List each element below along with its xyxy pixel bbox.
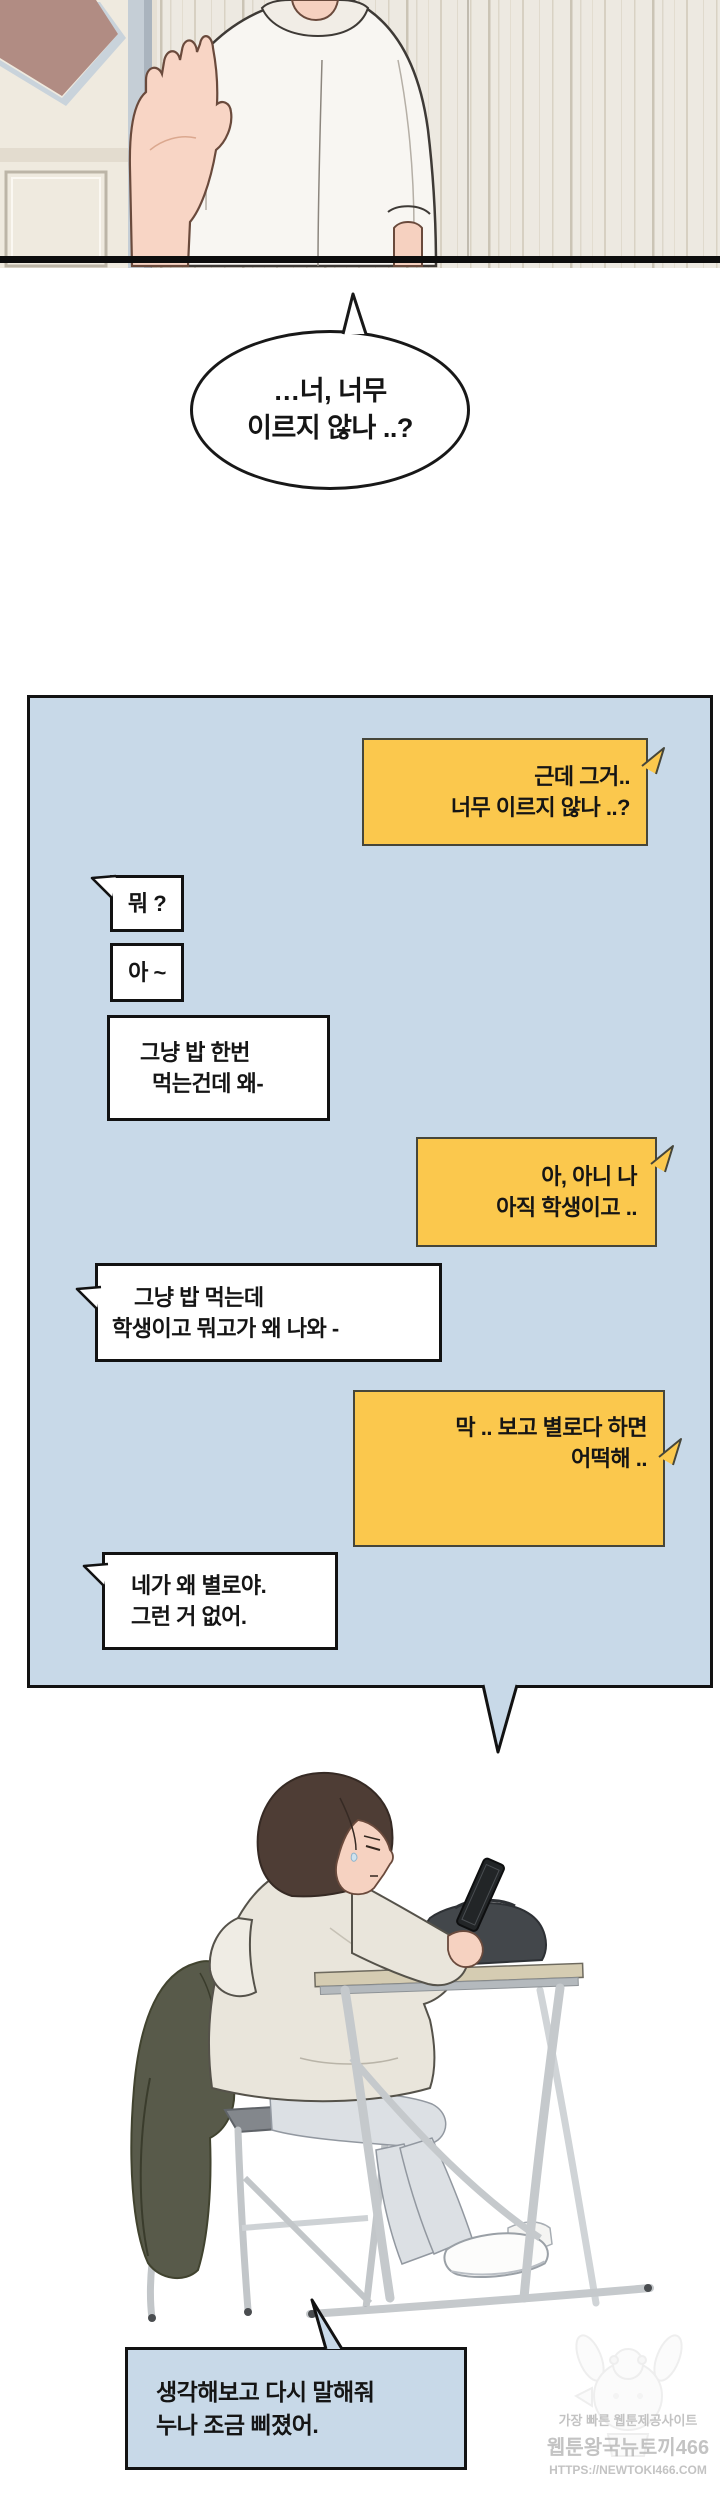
chat-bubble-sent: 근데 그거.. 너무 이르지 않나 ..? [362, 738, 648, 846]
comic-art-panel [0, 0, 720, 268]
arm [351, 1878, 468, 1987]
chat-bubble-received: 뭐 ? [110, 875, 184, 932]
speech-bubble-top: …너, 너무 이르지 않나 ..? [190, 330, 470, 490]
bubble-text: 누나 조금 삐졌어. [156, 2411, 319, 2438]
bubble-tail-left [82, 1562, 109, 1587]
watermark-url: HTTPS://NEWTOKI466.COM [549, 2463, 707, 2477]
bubble-text: 생각해보고 다시 말해줘 [156, 2378, 375, 2405]
chat-bubble-received: 네가 왜 별로야. 그런 거 없어. [102, 1552, 338, 1650]
bubble-tail-right [650, 1145, 674, 1173]
chat-text: 네가 왜 별로야. [131, 1573, 267, 1598]
bubble-tail-right [658, 1438, 682, 1466]
chat-bubble-received: 아 ~ [110, 943, 184, 1002]
neck [290, 0, 340, 22]
bubble-tail-right [641, 747, 665, 775]
chat-text: 너무 이르지 않나 ..? [450, 795, 631, 820]
site-watermark: 가장 빠른 웹툰제공사이트 웹툰왕국뉴토끼466 HTTPS://NEWTOKI… [538, 2410, 718, 2477]
bubble-tail-left [90, 874, 117, 899]
chat-bubble-sent: 막 .. 보고 별로다 하면 어떡해 .. [353, 1390, 665, 1547]
chat-bubble-sent: 아, 아니 나 아직 학생이고 .. [416, 1137, 657, 1247]
boy-head [256, 1771, 394, 1898]
chat-text: 그냥 밥 먹는데 [134, 1284, 264, 1310]
chat-text: 아, 아니 나 [541, 1164, 637, 1189]
chat-text: 근데 그거.. [534, 764, 630, 789]
raised-hand [128, 35, 233, 268]
watermark-mascot [573, 2334, 683, 2457]
chat-panel-tail [481, 1684, 519, 1754]
bubble-tail-left [75, 1285, 102, 1310]
chat-text: 먹는건데 왜- [152, 1071, 264, 1096]
chat-bubble-received: 그냥 밥 먹는데 학생이고 뭐고가 왜 나와 - [95, 1263, 442, 1362]
waving-person [128, 0, 438, 268]
pentagon-decor [0, 0, 126, 106]
bubble-text: 이르지 않나 ..? [247, 413, 413, 443]
desk-legs [306, 1983, 654, 2318]
watermark-tagline: 가장 빠른 웹툰제공사이트 [558, 2413, 698, 2428]
forearm [393, 221, 423, 267]
chat-text: 학생이고 뭐고가 왜 나와 - [112, 1315, 339, 1341]
chat-text: 그냥 밥 한번 [140, 1040, 250, 1065]
bubble-tail-up [310, 2298, 344, 2350]
hand [447, 1930, 484, 1968]
chat-text: 그런 거 없어. [131, 1604, 247, 1629]
watermark-sitename: 웹툰왕국뉴토끼466 [546, 2437, 710, 2459]
chat-text: 어떡해 .. [570, 1446, 648, 1471]
bubble-text: …너, 너무 [273, 376, 387, 406]
chat-text: 아 ~ [128, 960, 166, 985]
panel-border [0, 256, 720, 263]
chat-text: 막 .. 보고 별로다 하면 [455, 1415, 647, 1440]
phone [456, 1857, 505, 1932]
pants [269, 2091, 473, 2265]
sitting-boy-illustration [130, 1771, 654, 2322]
speech-bubble-bottom: 생각해보고 다시 말해줘 누나 조금 삐졌어. [125, 2347, 467, 2470]
bubble-tail-up [341, 292, 368, 335]
chat-bubble-received: 그냥 밥 한번 먹는건데 왜- [107, 1015, 330, 1121]
shoes [443, 2221, 553, 2278]
chat-text: 뭐 ? [127, 891, 167, 916]
chat-text: 아직 학생이고 .. [496, 1195, 637, 1220]
